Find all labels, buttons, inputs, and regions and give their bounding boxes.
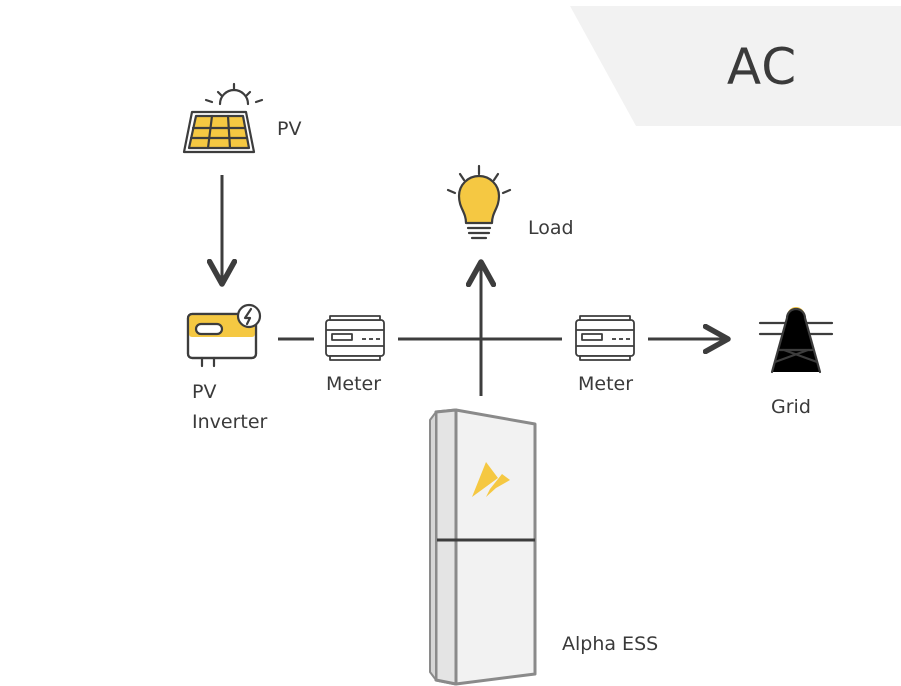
meter-right-icon [575, 315, 635, 361]
pv-inverter-label-line2: Inverter [192, 411, 268, 433]
power-tower-icon [758, 307, 834, 374]
battery-cabinet-icon [429, 408, 537, 686]
load-label: Load [528, 217, 574, 239]
meter-right-label: Meter [578, 373, 634, 395]
light-bulb-icon [446, 164, 512, 240]
grid-label: Grid [771, 396, 811, 418]
meter-left-icon [325, 315, 385, 361]
inverter-icon [186, 303, 262, 368]
meter-left-label: Meter [326, 373, 382, 395]
solar-panel-icon [182, 82, 264, 154]
pv-label: PV [277, 118, 302, 140]
ac-tag-label: AC [726, 38, 798, 96]
alpha-ess-label: Alpha ESS [562, 633, 659, 655]
pv-inverter-label-line1: PV [192, 381, 217, 403]
alpha-logo-icon [472, 462, 510, 497]
